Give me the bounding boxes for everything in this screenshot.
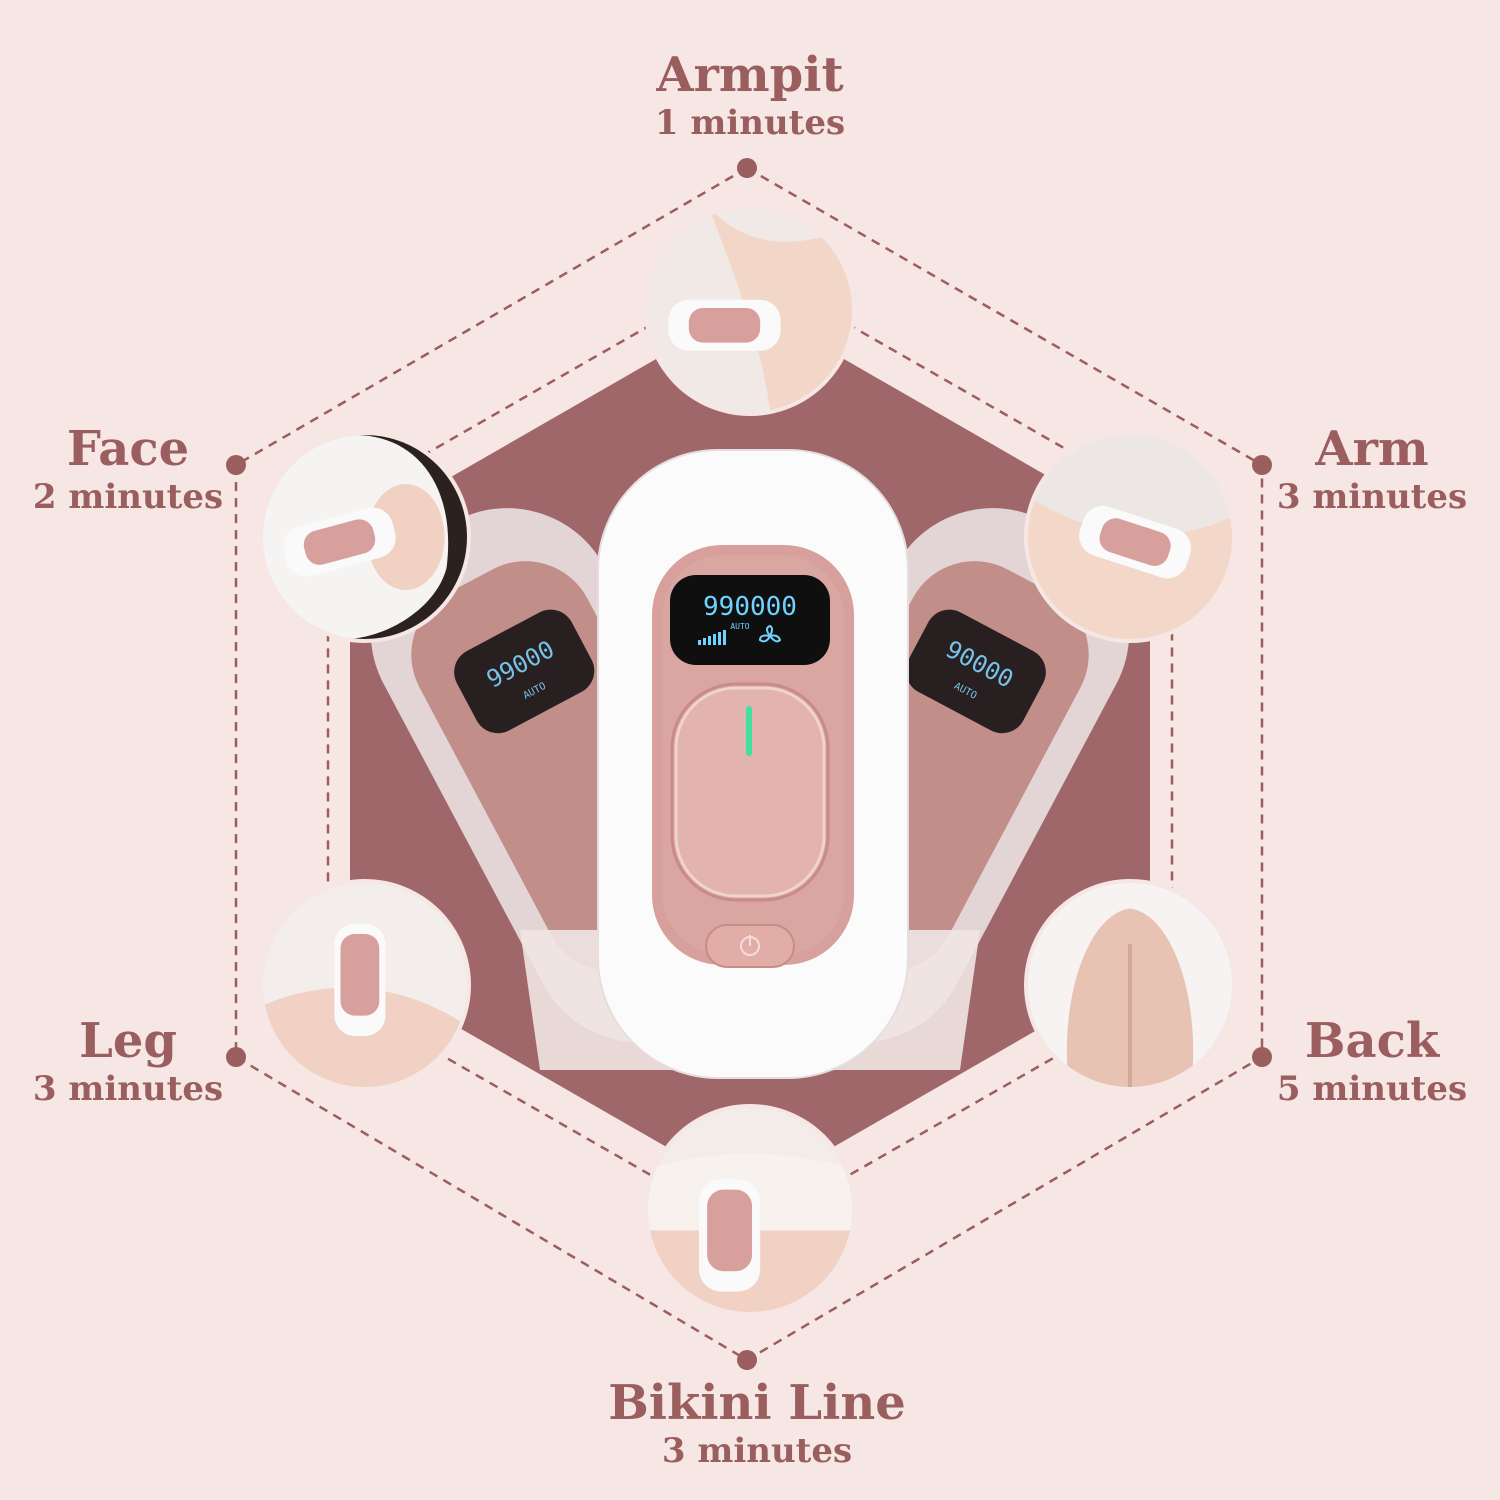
area-name: Leg [79,1013,177,1069]
vertex-dot [226,1047,246,1067]
vertex-dot [737,1350,757,1370]
label-back: Back 5 minutes [1222,1014,1500,1110]
vertex-dot [226,455,246,475]
area-name: Bikini Line [608,1375,906,1431]
area-time: 1 minutes [654,103,846,143]
area-time: 2 minutes [32,477,224,517]
face-photo [263,435,467,639]
label-bikini: Bikini Line 3 minutes [577,1376,937,1472]
flash-button [674,686,826,898]
area-time: 3 minutes [1276,477,1468,517]
label-armpit: Armpit 1 minutes [600,48,900,144]
indicator-light [746,706,752,756]
back-photo [1028,883,1232,1087]
area-name: Arm [1315,421,1429,477]
label-leg: Leg 3 minutes [0,1014,278,1110]
label-face: Face 2 minutes [0,422,278,518]
armpit-photo [648,208,852,412]
vertex-dot [737,158,757,178]
vertex-dot [1252,455,1272,475]
device-main: 990000 AUTO [597,449,909,1079]
signal-bars-icon [698,630,726,645]
area-time: 5 minutes [1276,1069,1468,1109]
leg-photo [263,883,467,1087]
label-arm: Arm 3 minutes [1222,422,1500,518]
area-name: Face [66,421,190,477]
display-mode: AUTO [730,622,749,631]
area-time: 3 minutes [661,1431,853,1471]
area-name: Armpit [656,47,844,103]
area-name: Back [1304,1013,1440,1069]
area-time: 3 minutes [32,1069,224,1109]
display-count: 990000 [703,592,797,622]
bikini-photo [648,1108,852,1312]
vertex-dot [1252,1047,1272,1067]
arm-photo [1028,435,1232,639]
fan-icon [758,624,782,643]
